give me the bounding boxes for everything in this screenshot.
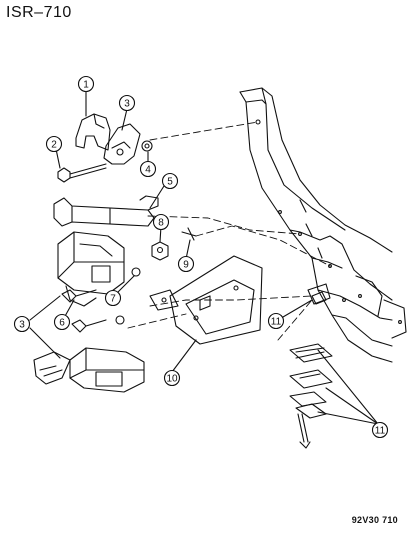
side-bracket-11 <box>307 283 331 305</box>
nut-8 <box>151 241 169 261</box>
callout-6: 6 <box>59 318 65 329</box>
callout-10: 10 <box>166 374 178 385</box>
callout-7: 7 <box>110 294 116 305</box>
diagram-code: 92V30 710 <box>351 515 398 525</box>
bolt-2 <box>57 163 107 183</box>
callout-5: 5 <box>167 177 173 188</box>
callout-4: 4 <box>145 165 151 176</box>
callout-11-lower: 11 <box>375 426 386 437</box>
diagram-title: ISR–710 <box>6 4 72 21</box>
lower-module <box>33 347 145 393</box>
cover-part <box>75 113 111 151</box>
callouts: 1 2 3 4 5 8 9 6 7 3 11 10 11 <box>13 75 389 439</box>
callout-11-right: 11 <box>271 317 282 328</box>
callout-2: 2 <box>51 140 57 151</box>
callout-3-upper: 3 <box>124 99 130 110</box>
upper-module <box>57 231 125 307</box>
leader-lines <box>127 121 331 341</box>
main-bracket <box>149 255 263 345</box>
upper-bracket-part <box>103 123 141 165</box>
callout-8: 8 <box>158 218 164 229</box>
body-pillar <box>239 87 407 363</box>
mounting-bracket <box>53 195 159 227</box>
bolt-9 <box>181 227 197 241</box>
callout-1: 1 <box>83 80 89 91</box>
callout-9: 9 <box>183 260 189 271</box>
callout-3-lower: 3 <box>19 320 25 331</box>
